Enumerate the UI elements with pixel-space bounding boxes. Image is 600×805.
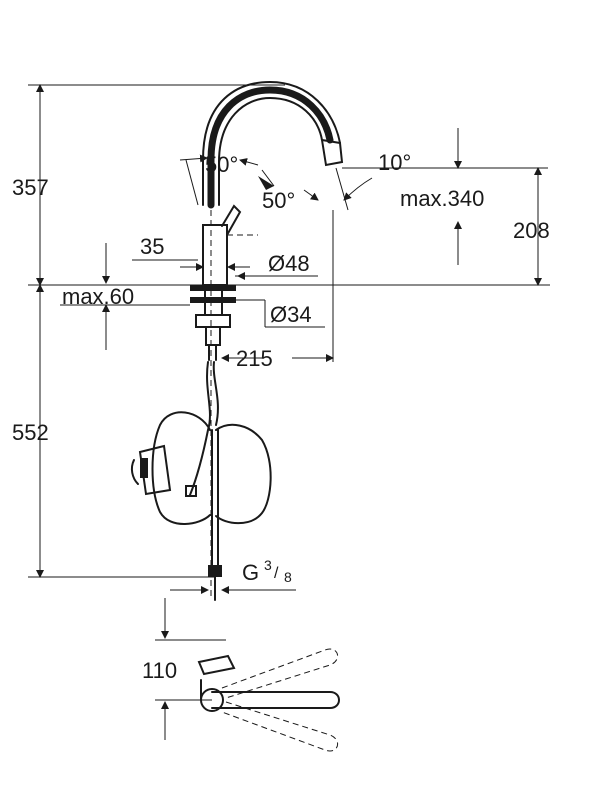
reach-label: 215	[236, 346, 273, 371]
deck-thickness-label: max.60	[62, 284, 134, 309]
thread-denominator-label: 8	[284, 569, 292, 585]
angle-spout-label: 10°	[378, 150, 411, 175]
angle-right-label: 50°	[262, 188, 295, 213]
spout-height-label: max.340	[400, 186, 484, 211]
base-diameter-label: Ø48	[268, 251, 310, 276]
thread-fraction-slash: /	[274, 565, 279, 582]
hose-assembly	[130, 361, 272, 601]
hole-diameter-label: Ø34	[270, 302, 312, 327]
height-total-label: 357	[12, 175, 49, 200]
thread-numerator-label: 3	[264, 557, 272, 573]
angle-top-label: 50°	[205, 152, 238, 177]
top-view: 110	[142, 598, 340, 752]
angle-markings: 50° 50°	[179, 152, 319, 213]
base-width-label: 35	[140, 234, 164, 259]
spout-clearance-label: 208	[513, 218, 550, 243]
thread-main-label: G	[242, 560, 259, 585]
hose-length-label: 552	[12, 420, 49, 445]
spout-tilt-marking: 10°	[335, 150, 548, 211]
handle-offset-label: 110	[142, 658, 177, 683]
